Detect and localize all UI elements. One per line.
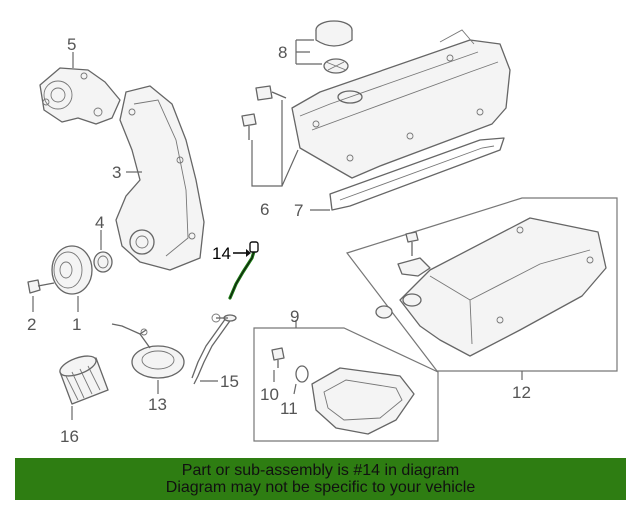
- pan-bracket-part[interactable]: [397, 257, 431, 277]
- oil-dipstick-part[interactable]: [228, 241, 259, 300]
- info-banner: Part or sub-assembly is #14 in diagram D…: [15, 458, 626, 500]
- drain-washer-part[interactable]: [295, 365, 309, 383]
- pulley-bolt-part[interactable]: [27, 279, 55, 294]
- front-seal-part[interactable]: [93, 251, 113, 273]
- valve-cover-gasket-part[interactable]: [329, 137, 505, 211]
- callout-10: 10: [260, 385, 279, 404]
- pan-plug-part[interactable]: [375, 305, 393, 319]
- lower-oil-pan-part[interactable]: [311, 367, 415, 435]
- callout-2: 2: [27, 315, 36, 334]
- pan-bolt-part[interactable]: [405, 231, 419, 256]
- callout-1: 1: [72, 315, 81, 334]
- banner-line-1: Part or sub-assembly is #14 in diagram: [181, 462, 460, 479]
- callout-15: 15: [220, 372, 239, 391]
- callout-7: 7: [294, 201, 303, 220]
- upper-oil-pan-part[interactable]: [399, 217, 607, 357]
- oil-pan-group-box: [346, 197, 618, 372]
- lower-pan-group-box: [253, 327, 439, 442]
- timing-cover-part[interactable]: [115, 85, 205, 271]
- oil-strainer-part[interactable]: [111, 323, 185, 379]
- oil-filler-cap-part[interactable]: [315, 20, 353, 74]
- callout-11: 11: [280, 399, 298, 418]
- callout-12: 12: [512, 383, 531, 402]
- callout-5: 5: [67, 35, 76, 54]
- callout-13: 13: [148, 395, 167, 414]
- callout-16: 16: [60, 427, 79, 446]
- callout-9: 9: [290, 307, 299, 326]
- callout-14: 14: [212, 244, 231, 263]
- callout-3: 3: [112, 163, 121, 182]
- valve-cover-part[interactable]: [291, 29, 511, 179]
- parts-diagram: 5 3 4 1 2 16: [27, 20, 618, 446]
- banner-line-2: Diagram may not be specific to your vehi…: [165, 479, 476, 496]
- oil-filter-part[interactable]: [57, 352, 109, 405]
- dipstick-tube-part[interactable]: [191, 313, 237, 385]
- callout-6: 6: [260, 200, 269, 219]
- valve-cover-bolt-part[interactable]: [241, 85, 287, 140]
- crank-pulley-part[interactable]: [51, 245, 93, 295]
- drain-plug-part[interactable]: [271, 347, 285, 368]
- callout-4: 4: [95, 213, 104, 232]
- water-pump-part[interactable]: [39, 67, 121, 125]
- callout-8: 8: [278, 43, 287, 62]
